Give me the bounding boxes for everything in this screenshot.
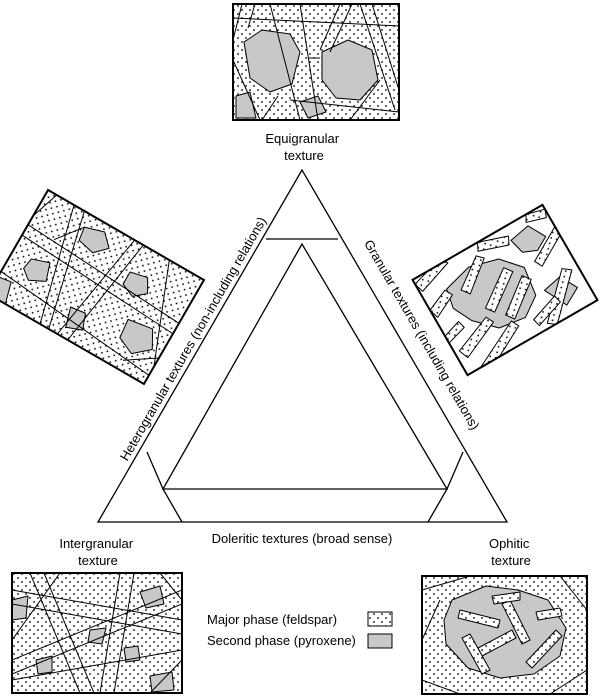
legend-major-phase-swatch xyxy=(367,611,393,627)
heterogranular-texture-panel xyxy=(0,188,206,386)
legend-second-phase-swatch xyxy=(367,633,393,649)
corner-line-left-b xyxy=(162,488,183,523)
legend-second-phase-label: Second phase (pyroxene) xyxy=(207,633,356,648)
vertex-left-line-1: Intergranular xyxy=(59,536,133,551)
vertex-left-line-2: texture xyxy=(78,553,118,568)
vertex-top-line-1: Equigranular xyxy=(265,131,339,146)
equigranular-texture-panel xyxy=(232,3,400,121)
side-label-bottom: Doleritic textures (broad sense) xyxy=(212,531,393,546)
corner-line-right-b xyxy=(427,488,448,523)
ternary-triangle xyxy=(96,168,509,523)
vertex-label-right: Ophitic texture xyxy=(489,536,533,568)
intergranular-texture-panel xyxy=(11,572,183,694)
granular-texture-panel xyxy=(411,203,599,377)
vertex-top-line-2: texture xyxy=(284,148,324,163)
legend: Major phase (feldspar) Second phase (pyr… xyxy=(207,611,393,649)
vertex-right-line-1: Ophitic xyxy=(489,536,530,551)
legend-major-phase-label: Major phase (feldspar) xyxy=(207,612,337,627)
inner-triangle xyxy=(161,242,449,490)
ophitic-texture-panel xyxy=(421,575,588,695)
outer-triangle xyxy=(96,168,509,523)
vertex-right-line-2: texture xyxy=(491,553,531,568)
corner-line-left-a xyxy=(146,451,164,490)
vertex-label-top: Equigranular texture xyxy=(265,131,342,163)
vertex-label-left: Intergranular texture xyxy=(59,536,136,568)
corner-line-right-a xyxy=(446,451,464,490)
